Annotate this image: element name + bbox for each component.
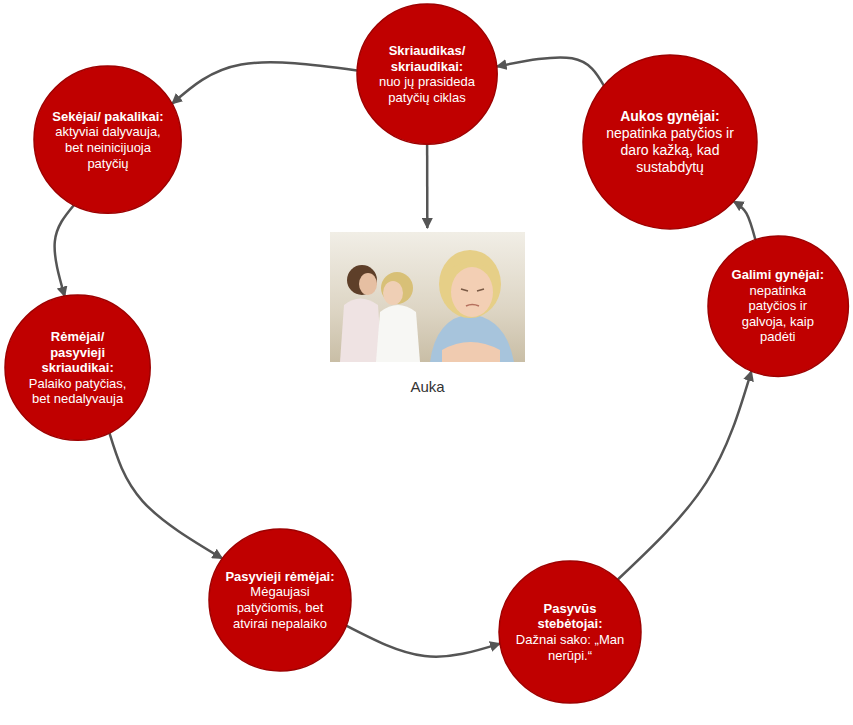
circle-fill: [209, 529, 351, 671]
role-heading: Pasyvūs stebėtojai:: [513, 601, 627, 632]
girl-eyes: [461, 289, 484, 291]
role-description: nepatinka patyčios ir galvoja, kaip padė…: [727, 283, 829, 345]
role-circle: Rėmėjai/ pasyvieji skriaudikai:Palaiko p…: [4, 294, 151, 441]
cycle-arrow: [497, 57, 604, 85]
circle-fill: [708, 236, 848, 376]
circle-fill: [499, 561, 641, 703]
child-face: [383, 281, 403, 305]
cycle-arrow: [109, 433, 222, 558]
girl-body: [430, 314, 514, 362]
child-body: [340, 299, 382, 363]
role-circle: Pasyvūs stebėtojai:Dažnai sako: „Man ner…: [498, 560, 642, 704]
girl-hair: [439, 250, 501, 318]
text-block: Auka: [326, 378, 529, 396]
role-circle: Aukos gynėjai:nepatinka patyčios ir daro…: [582, 54, 758, 230]
role-description: aktyviai dalyvauja, bet neinicijuoja pat…: [48, 124, 168, 171]
cycle-arrow: [346, 626, 500, 657]
cycle-arrow: [172, 62, 357, 103]
role-heading: Aukos gynėjai:: [600, 108, 740, 125]
role-circle: Sekėjai/ pakalikai:aktyviai dalyvauja, b…: [33, 65, 182, 214]
circle-fill: [583, 55, 757, 229]
child-face: [359, 273, 377, 295]
circle-fill: [5, 295, 150, 440]
girl-face: [451, 267, 493, 317]
text-block: Aukos gynėjai:nepatinka patyčios ir daro…: [600, 108, 740, 175]
child-hair: [381, 272, 413, 304]
role-circle: Skriaudikas/ skriaudikai:nuo jų prasided…: [356, 3, 498, 145]
text-block: Sekėjai/ pakalikai:aktyviai dalyvauja, b…: [48, 109, 168, 171]
text-block: Galimi gynėjai:nepatinka patyčios ir gal…: [727, 267, 829, 345]
role-description: nepatinka patyčios ir daro kažką, kad su…: [600, 125, 740, 175]
cycle-arrow: [734, 201, 756, 239]
role-circle: Pasyvieji rėmėjai:Mėgaujasi patyčiomis, …: [208, 528, 352, 672]
role-description: Palaiko patyčias, bet nedalyvauja: [24, 376, 132, 407]
victim-photo: [330, 232, 525, 362]
circle-fill: [357, 4, 497, 144]
text-block: Pasyvieji rėmėjai:Mėgaujasi patyčiomis, …: [223, 569, 337, 631]
role-heading: Galimi gynėjai:: [727, 267, 829, 283]
role-heading: Sekėjai/ pakalikai:: [48, 109, 168, 125]
role-description: nuo jų prasideda patyčių ciklas: [371, 74, 483, 105]
photo-background: [330, 232, 525, 362]
text-block: Pasyvūs stebėtojai:Dažnai sako: „Man ner…: [513, 601, 627, 663]
text-block: Rėmėjai/ pasyvieji skriaudikai:Palaiko p…: [24, 329, 132, 407]
circle-fill: [34, 66, 181, 213]
role-heading: Skriaudikas/ skriaudikai:: [371, 43, 483, 74]
cycle-arrow: [55, 205, 74, 296]
photo-caption: Auka: [326, 378, 529, 396]
girl-mouth: [466, 305, 479, 307]
role-heading: Pasyvieji rėmėjai:: [223, 569, 337, 585]
role-heading: Rėmėjai/ pasyvieji skriaudikai:: [24, 329, 132, 376]
cycle-arrow: [618, 371, 752, 579]
girl-fringe: [449, 261, 494, 270]
victim-photo-box: Auka: [326, 228, 529, 398]
child-hair: [347, 265, 377, 295]
girl-arms: [442, 342, 500, 362]
role-circle: Galimi gynėjai:nepatinka patyčios ir gal…: [707, 235, 849, 377]
role-description: Mėgaujasi patyčiomis, bet atvirai nepala…: [223, 584, 337, 631]
cycle-arrow: [426, 144, 429, 228]
role-description: Dažnai sako: „Man nerūpi.“: [513, 632, 627, 663]
text-block: Skriaudikas/ skriaudikai:nuo jų prasided…: [371, 43, 483, 105]
child-body: [376, 305, 420, 362]
